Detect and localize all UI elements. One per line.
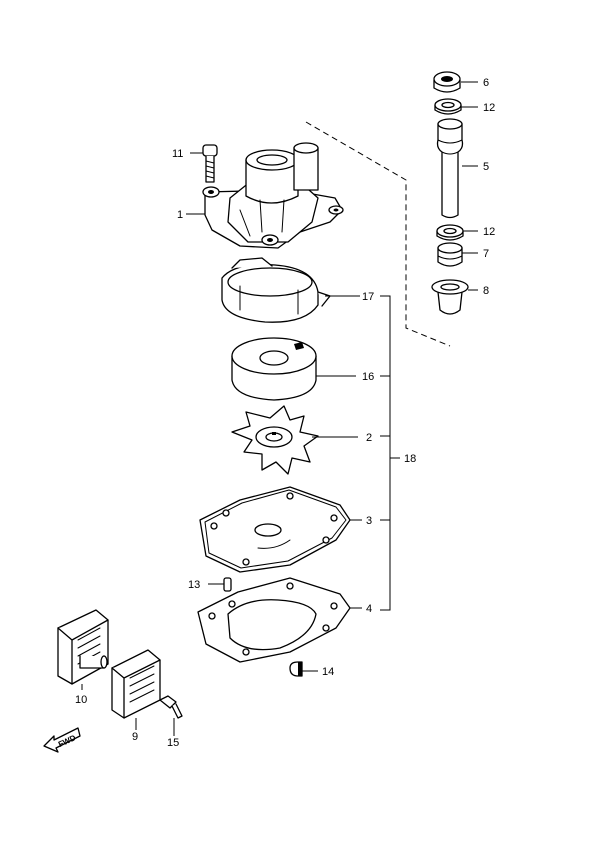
- callout-6: 6: [483, 77, 489, 89]
- callout-14: 14: [322, 666, 334, 678]
- callout-17: 17: [362, 291, 374, 303]
- part-15-screw: [159, 695, 183, 719]
- callout-1: 1: [177, 209, 183, 221]
- callout-4: 4: [366, 603, 372, 615]
- part-14-key: [289, 661, 303, 677]
- part-3-plate: [199, 486, 351, 573]
- part-9-cover: [111, 649, 161, 719]
- callout-15: 15: [167, 737, 179, 749]
- forward-label: FWD: [57, 733, 78, 749]
- callout-10: 10: [75, 694, 87, 706]
- callout-9: 9: [132, 731, 138, 743]
- callout-16: 16: [362, 371, 374, 383]
- callout-18: 18: [404, 453, 416, 465]
- callout-2: 2: [366, 432, 372, 444]
- part-12-seal-lower: [436, 224, 464, 241]
- callout-3: 3: [366, 515, 372, 527]
- callout-11: 11: [172, 148, 183, 160]
- part-10-cover: [57, 609, 109, 685]
- part-12-seal-upper: [434, 98, 462, 115]
- part-8-bushing: [431, 279, 469, 315]
- part-2-impeller: [231, 405, 319, 475]
- dashed-routing-line: [305, 121, 451, 347]
- part-1-pump-case: [202, 142, 344, 249]
- callout-7: 7: [483, 248, 489, 260]
- callout-5: 5: [483, 161, 489, 173]
- forward-arrow-icon: FWD: [43, 727, 81, 753]
- callout-12-upper: 12: [483, 102, 495, 114]
- part-5-water-tube: [436, 118, 464, 219]
- leader-lines: [81, 81, 478, 736]
- part-16-insert: [231, 337, 317, 401]
- part-11-bolt: [202, 144, 218, 183]
- callout-12-lower: 12: [483, 226, 495, 238]
- callout-13: 13: [188, 579, 200, 591]
- bracket-18: [380, 295, 400, 611]
- part-6-grommet: [433, 71, 461, 93]
- part-7-grommet: [437, 242, 463, 267]
- part-17-liner: [221, 257, 331, 323]
- callout-labels: 11 1 6 12 5 12 7 8 17 16 2 18 3 13 4 14 …: [75, 77, 495, 749]
- callout-8: 8: [483, 285, 489, 297]
- part-4-gasket: [197, 577, 351, 663]
- part-13-pin: [223, 577, 232, 592]
